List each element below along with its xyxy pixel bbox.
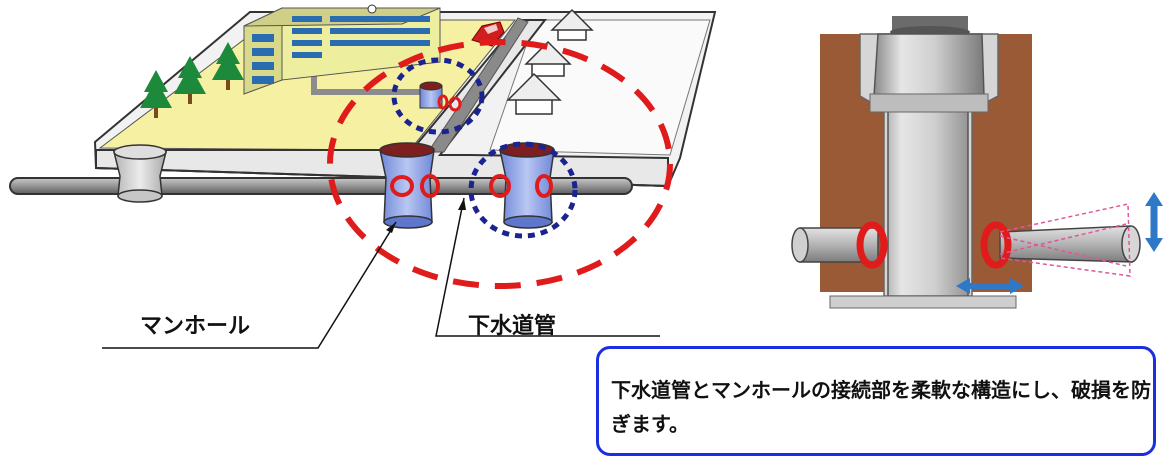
- gray-manhole: [113, 144, 167, 203]
- tree-icon: [140, 70, 172, 118]
- small-manhole: [419, 81, 462, 112]
- movement-arrow-horizontal: [956, 278, 1024, 294]
- leader-pipe: [435, 197, 660, 337]
- manhole-label: マンホール: [140, 314, 251, 339]
- sewer-main-pipe: [9, 177, 633, 195]
- joint-ring-right: [980, 221, 1012, 269]
- house-icon: [506, 72, 562, 115]
- house-icon: [550, 8, 594, 41]
- tree-icon: [174, 56, 206, 104]
- movement-arrow-vertical: [1145, 192, 1163, 252]
- zone-outline-red: [327, 39, 673, 289]
- zone-outline-blue-lower: [468, 141, 578, 239]
- flex-range: [999, 203, 1131, 277]
- leader-manhole: [102, 221, 397, 349]
- joint-ring: [390, 175, 414, 197]
- building-icon: [243, 4, 441, 95]
- sewer-pipe-label: 下水道管: [468, 314, 557, 339]
- side-pipe-left: [799, 227, 879, 263]
- street-scene: [9, 4, 717, 349]
- base-slab: [829, 295, 1017, 309]
- zone-outline-blue-upper: [391, 57, 485, 135]
- cross-section: [791, 16, 1163, 309]
- manhole-left: [379, 142, 440, 229]
- callout-text: 下水道管とマンホールの接続部を柔軟な構造にし、破損を防ぎます。: [611, 378, 1151, 436]
- joint-ring: [420, 174, 440, 198]
- joint-ring-left: [856, 221, 888, 269]
- callout-box: 下水道管とマンホールの接続部を柔軟な構造にし、破損を防ぎます。: [596, 346, 1156, 456]
- joint-ring: [535, 174, 553, 198]
- joint-ring: [489, 174, 511, 198]
- tree-icon: [212, 42, 244, 90]
